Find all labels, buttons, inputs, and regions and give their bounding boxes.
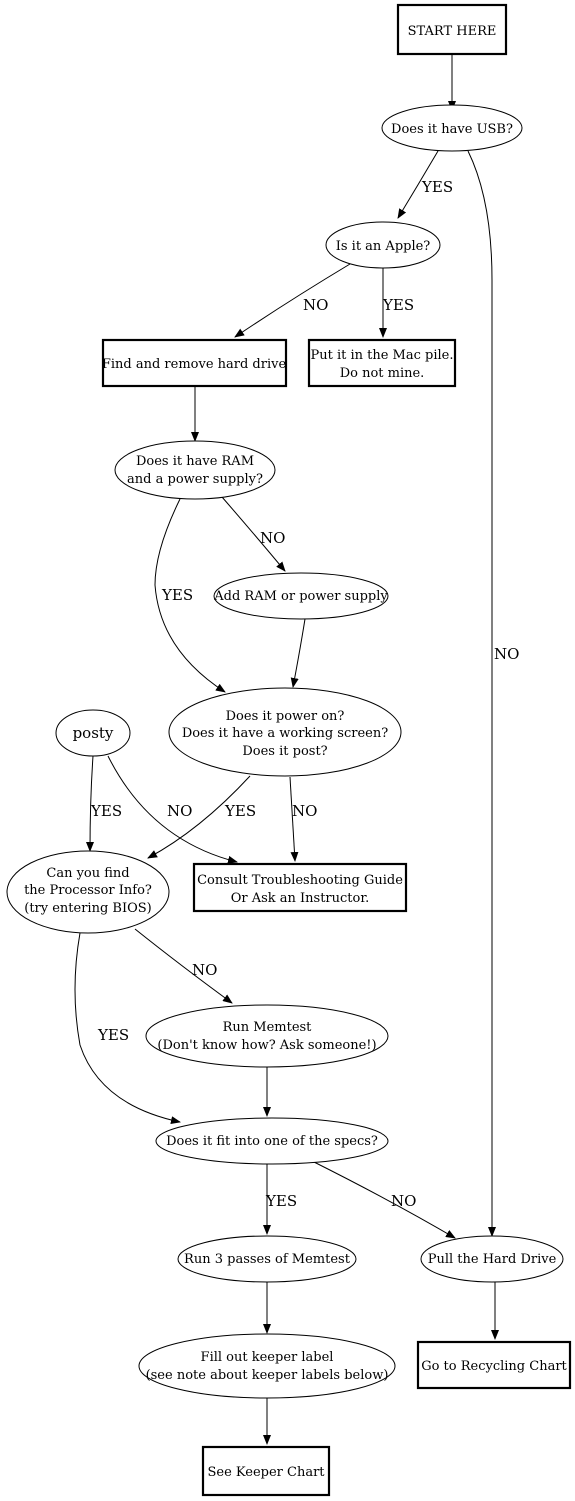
edge-ram-power: [154, 498, 226, 693]
node-remove-hd-box: [101, 338, 288, 388]
node-three-passes-text: Run 3 passes of Memtest: [184, 1252, 351, 1267]
node-memtest-line2: (Don't know how? Ask someone!): [157, 1038, 376, 1053]
edge-processor-specs: [74, 932, 181, 1125]
edge-usb-pull: [467, 150, 496, 1237]
edge-label-processor-specs: YES: [97, 1026, 129, 1044]
edge-processor-memtest: [134, 928, 233, 1004]
node-keeper-label-line1: Fill out keeper label: [201, 1350, 334, 1365]
node-ram-line1: Does it have RAM: [136, 454, 254, 469]
edge-posty-processor: [86, 755, 95, 852]
node-memtest-ellipse: [145, 1004, 389, 1068]
node-usb-text: Does it have USB?: [391, 122, 513, 137]
edge-label-specs-three: YES: [265, 1192, 297, 1210]
node-processor-line1: Can you find: [46, 866, 129, 881]
node-mac-pile-line2: Do not mine.: [340, 366, 425, 381]
node-three-passes-ellipse: [177, 1235, 357, 1283]
node-processor-ellipse: [6, 850, 170, 934]
node-add-ram-text: Add RAM or power supply: [213, 589, 388, 604]
edge-labels: YES NO NO YES NO YES YES NO YES NO NO YE…: [90, 178, 519, 1210]
node-posty-text: posty: [73, 724, 114, 742]
edge-label-apple-remove: NO: [303, 296, 328, 314]
edge-label-ram-power: YES: [161, 586, 193, 604]
edge-label-specs-pull: NO: [391, 1192, 416, 1210]
edge-ram-add: [221, 496, 286, 572]
edge-label-power-processor: YES: [224, 802, 256, 820]
node-troubleshoot-box: [192, 862, 408, 913]
node-power-ellipse: [168, 687, 402, 777]
edge-usb-apple: [397, 150, 439, 219]
node-remove-hd-text: Find and remove hard drive: [102, 357, 287, 372]
node-power-line1: Does it power on?: [226, 709, 345, 724]
node-ram-ellipse: [114, 440, 276, 500]
node-keeper-label-line2: (see note about keeper labels below): [146, 1368, 389, 1383]
node-processor-line2: the Processor Info?: [24, 883, 152, 898]
nodes: START HERE Does it have USB? Is it an Ap…: [6, 3, 572, 1497]
edges: [74, 54, 499, 1445]
node-apple-ellipse: [325, 221, 441, 269]
node-processor-line3: (try entering BIOS): [24, 901, 152, 916]
node-usb-ellipse: [381, 104, 523, 152]
edge-label-power-troubleshoot: NO: [292, 802, 317, 820]
node-troubleshoot-line2: Or Ask an Instructor.: [231, 891, 370, 906]
node-troubleshoot-line1: Consult Troubleshooting Guide: [197, 873, 403, 888]
node-pull-hd-text: Pull the Hard Drive: [428, 1252, 557, 1267]
node-keeper-chart-text: See Keeper Chart: [207, 1465, 325, 1480]
node-keeper-label-ellipse: [138, 1333, 396, 1399]
edge-power-processor: [147, 775, 251, 859]
node-memtest-line1: Run Memtest: [223, 1020, 313, 1035]
node-keeper-chart-box: [201, 1445, 331, 1497]
edge-label-processor-memtest: NO: [192, 961, 217, 979]
edge-specs-pull: [311, 1160, 456, 1239]
edge-label-usb-pull: NO: [494, 645, 519, 663]
node-specs-text: Does it fit into one of the specs?: [166, 1134, 378, 1149]
edge-apple-remove: [234, 263, 351, 338]
edge-label-ram-add: NO: [260, 529, 285, 547]
node-pull-hd-ellipse: [420, 1235, 564, 1283]
edge-add-power: [290, 618, 306, 688]
edge-label-apple-mac: YES: [382, 296, 414, 314]
edge-label-posty-processor: YES: [90, 802, 122, 820]
node-start-box: [396, 3, 508, 56]
node-posty-ellipse: [55, 709, 131, 757]
node-power-line3: Does it post?: [242, 744, 327, 759]
node-mac-pile-box: [307, 338, 457, 388]
node-power-line2: Does it have a working screen?: [182, 726, 388, 741]
node-add-ram-ellipse: [213, 572, 389, 620]
node-recycling-box: [416, 1340, 572, 1390]
node-specs-ellipse: [155, 1117, 389, 1165]
node-mac-pile-line1: Put it in the Mac pile.: [310, 348, 453, 363]
node-ram-line2: and a power supply?: [127, 472, 263, 487]
edge-label-posty-troubleshoot: NO: [167, 802, 192, 820]
node-recycling-text: Go to Recycling Chart: [421, 1359, 567, 1374]
node-start-text: START HERE: [408, 24, 497, 39]
node-apple-text: Is it an Apple?: [336, 239, 431, 254]
edge-power-troubleshoot: [289, 776, 299, 862]
edge-posty-troubleshoot: [107, 755, 238, 864]
edge-label-usb-apple: YES: [421, 178, 453, 196]
